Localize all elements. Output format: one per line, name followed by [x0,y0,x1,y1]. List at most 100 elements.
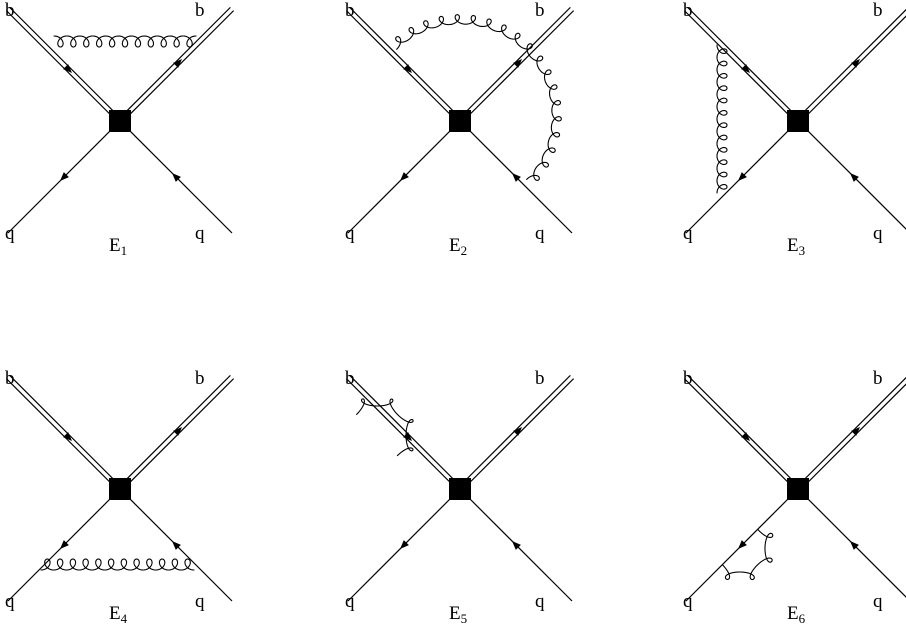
arrow-b-out [173,59,182,68]
label-bottom-right: q [195,591,205,612]
b-line-incoming-a [5,10,119,124]
arrow-b-out [513,427,522,436]
caption-base: E [449,603,461,624]
label-bottom-right: q [195,223,205,244]
label-bottom-left: q [683,223,693,244]
arrow-b-in [741,432,750,441]
vertex-square [787,110,809,132]
arrow-q-left [60,172,69,181]
gluon-line [395,14,562,181]
vertex-square [787,478,809,500]
b-line-incoming-b [687,6,801,120]
gluon-line [356,398,414,457]
label-top-left: b [345,0,355,21]
b-line-incoming-a [683,378,797,492]
label-top-right: b [535,368,545,389]
b-line-incoming-b [9,374,123,488]
label-bottom-right: q [535,591,545,612]
caption: E1 [109,235,127,258]
b-line-incoming-a [345,378,459,492]
caption-base: E [787,235,799,256]
label-top-left: b [345,368,355,389]
arrow-b-out [851,427,860,436]
b-line-incoming-a [5,378,119,492]
arrow-q-right [172,173,181,182]
b-line-incoming-b [9,6,123,120]
label-top-left: b [5,368,15,389]
caption: E2 [449,235,467,258]
label-top-right: b [195,368,205,389]
caption-subscript: 3 [799,243,806,258]
vertex-square [109,478,131,500]
label-bottom-right: q [873,591,883,612]
caption: E4 [109,603,128,626]
caption-subscript: 1 [121,243,128,258]
arrow-q-right [172,541,181,550]
label-top-right: b [873,368,883,389]
caption: E3 [787,235,805,258]
b-line-incoming-b [687,374,801,488]
vertex-square [449,110,471,132]
caption-base: E [109,235,121,256]
arrow-b-out [851,59,860,68]
diagram-e4: b b q qE4 [5,368,235,626]
label-top-left: b [683,0,693,21]
label-top-left: b [5,0,15,21]
arrow-b-in [403,64,412,73]
caption-subscript: 4 [121,611,128,626]
label-bottom-left: q [345,591,355,612]
caption-subscript: 2 [461,243,468,258]
gluon-line [53,35,197,48]
gluon-line [721,529,774,581]
arrow-b-in [63,64,72,73]
arrow-b-out [173,427,182,436]
b-line-outgoing-b [795,8,906,120]
arrow-b-in [63,432,72,441]
b-line-incoming-b [349,374,463,488]
caption: E5 [449,603,467,626]
caption: E6 [787,603,806,626]
label-bottom-left: q [345,223,355,244]
b-line-outgoing-b [795,376,906,488]
label-top-left: b [683,368,693,389]
diagram-e1: b b q qE1 [5,0,235,258]
arrow-q-right [512,541,521,550]
gluon-line [716,44,728,194]
b-line-incoming-a [345,10,459,124]
diagram-e5: b b q qE5 [345,368,575,626]
caption-base: E [787,603,799,624]
label-bottom-left: q [5,591,15,612]
vertex-square [109,110,131,132]
arrow-b-in [403,432,412,441]
vertex-square [449,478,471,500]
b-line-outgoing-a [799,383,906,492]
label-top-right: b [195,0,205,21]
arrow-b-in [741,64,750,73]
b-line-incoming-b [349,6,463,120]
arrow-q-left [400,172,409,181]
b-line-incoming-a [683,10,797,124]
caption-base: E [449,235,461,256]
arrow-q-left [60,540,69,549]
arrow-q-right [850,173,859,182]
label-bottom-right: q [535,223,545,244]
gluon-line [40,558,195,571]
label-bottom-left: q [5,223,15,244]
b-line-outgoing-a [799,15,906,124]
label-top-right: b [535,0,545,21]
label-bottom-right: q [873,223,883,244]
arrow-q-right [850,541,859,550]
arrow-q-left [738,172,747,181]
arrow-q-left [400,540,409,549]
diagram-e6: b b q qE6 [683,368,906,626]
caption-subscript: 5 [461,611,468,626]
arrow-q-right [512,173,521,182]
diagram-e2: b b q qE2 [345,0,575,258]
arrow-q-left [738,540,747,549]
label-bottom-left: q [683,591,693,612]
caption-subscript: 6 [799,611,806,626]
arrow-b-out [513,59,522,68]
